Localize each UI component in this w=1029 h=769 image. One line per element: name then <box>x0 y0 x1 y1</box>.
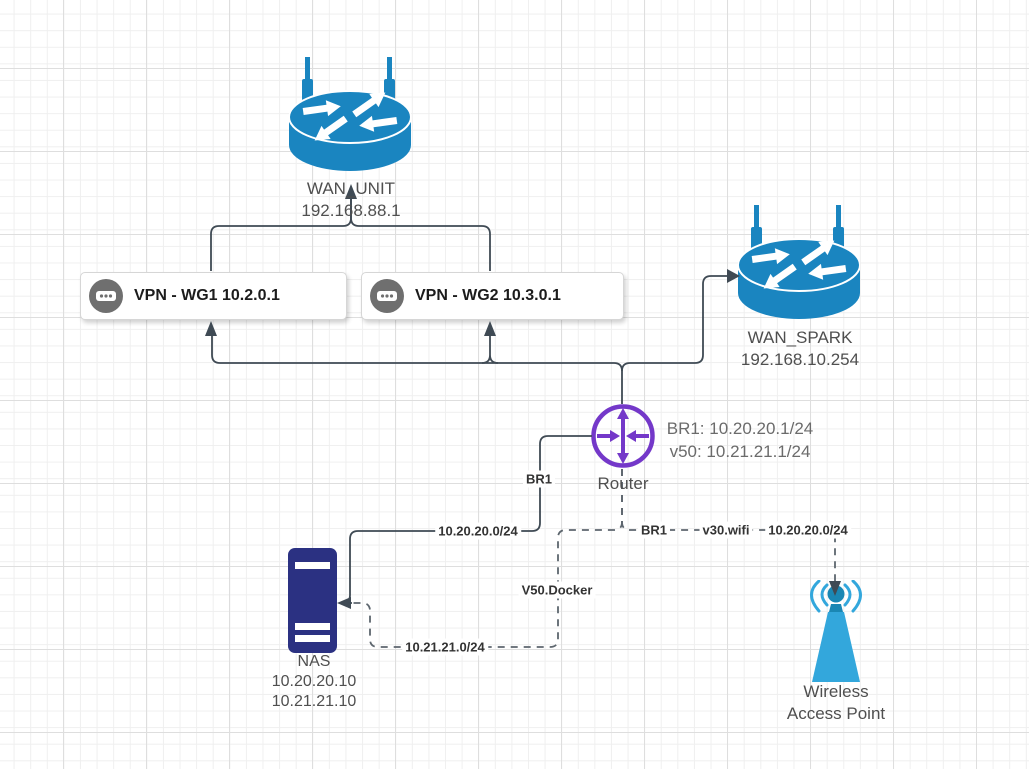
node-vpn-wg1[interactable]: VPN - WG1 10.2.0.1 <box>80 272 347 320</box>
arrowhead <box>337 597 351 609</box>
edge-router-vpn2[interactable] <box>481 336 499 364</box>
vpn-wg1-label: VPN - WG1 10.2.0.1 <box>134 287 280 304</box>
wireless-router-icon <box>288 57 412 171</box>
node-nas[interactable] <box>288 548 337 658</box>
edge-router-vpn1[interactable] <box>211 336 623 404</box>
router-iface-v50: v50: 10.21.21.1/24 <box>669 442 811 461</box>
arrowhead <box>829 581 841 596</box>
edge-router-wanspark[interactable] <box>621 275 727 372</box>
wireless-ap-icon <box>810 579 862 682</box>
vpn-wg2-label: VPN - WG2 10.3.0.1 <box>415 287 561 304</box>
nas-name: NAS <box>297 653 331 670</box>
node-wan-spark[interactable] <box>737 205 861 326</box>
router-name: Router <box>597 474 649 493</box>
wireless-router-icon <box>737 205 861 319</box>
wan-spark-ip: 192.168.10.254 <box>740 350 860 369</box>
edge-label-net20-left[interactable]: 10.20.20.0/24 <box>435 522 521 540</box>
edge-router-wap[interactable] <box>621 469 836 581</box>
vpn-icon <box>89 279 123 313</box>
wap-name-line1: Wireless <box>803 682 869 701</box>
arrowhead <box>205 321 217 336</box>
edge-router-nas-br1[interactable] <box>341 435 592 604</box>
wap-name-line2: Access Point <box>786 704 886 723</box>
node-wap[interactable] <box>800 579 872 691</box>
nas-label[interactable]: NAS 10.20.20.10 10.21.21.10 <box>272 652 357 712</box>
node-router[interactable] <box>591 404 655 473</box>
edge-vpn2-wanunit[interactable] <box>350 199 491 271</box>
wan-spark-name: WAN_SPARK <box>747 328 853 347</box>
nas-ip2: 10.21.21.10 <box>271 693 357 710</box>
edge-label-v30-wifi[interactable]: v30.wifi <box>699 521 753 539</box>
router-icon <box>591 404 655 468</box>
router-label[interactable]: Router <box>597 473 648 495</box>
wan-unit-label[interactable]: WAN_UNIT 192.168.88.1 <box>301 178 400 222</box>
wap-label[interactable]: Wireless Access Point <box>787 681 885 725</box>
wan-unit-name: WAN_UNIT <box>306 179 396 198</box>
router-interfaces-label[interactable]: BR1: 10.20.20.1/24 v50: 10.21.21.1/24 <box>660 417 820 463</box>
edge-label-v50-docker[interactable]: V50.Docker <box>518 581 596 599</box>
node-vpn-wg2[interactable]: VPN - WG2 10.3.0.1 <box>361 272 624 320</box>
nas-ip1: 10.20.20.10 <box>271 673 357 690</box>
arrowhead <box>484 321 496 336</box>
router-iface-br1: BR1: 10.20.20.1/24 <box>666 419 814 438</box>
edge-label-net21[interactable]: 10.21.21.0/24 <box>402 638 488 656</box>
edge-label-br1-left[interactable]: BR1 <box>522 470 556 488</box>
arrowhead <box>727 269 740 283</box>
edge-label-br1-wifi[interactable]: BR1 <box>637 521 671 539</box>
wan-unit-ip: 192.168.88.1 <box>301 201 401 220</box>
wan-spark-label[interactable]: WAN_SPARK 192.168.10.254 <box>741 327 859 371</box>
nas-icon <box>288 548 337 653</box>
edge-router-nas-v50[interactable] <box>353 469 623 648</box>
arrowhead <box>345 184 357 199</box>
edge-label-net20-right[interactable]: 10.20.20.0/24 <box>765 521 851 539</box>
vpn-icon <box>370 279 404 313</box>
node-wan-unit[interactable] <box>288 57 412 178</box>
